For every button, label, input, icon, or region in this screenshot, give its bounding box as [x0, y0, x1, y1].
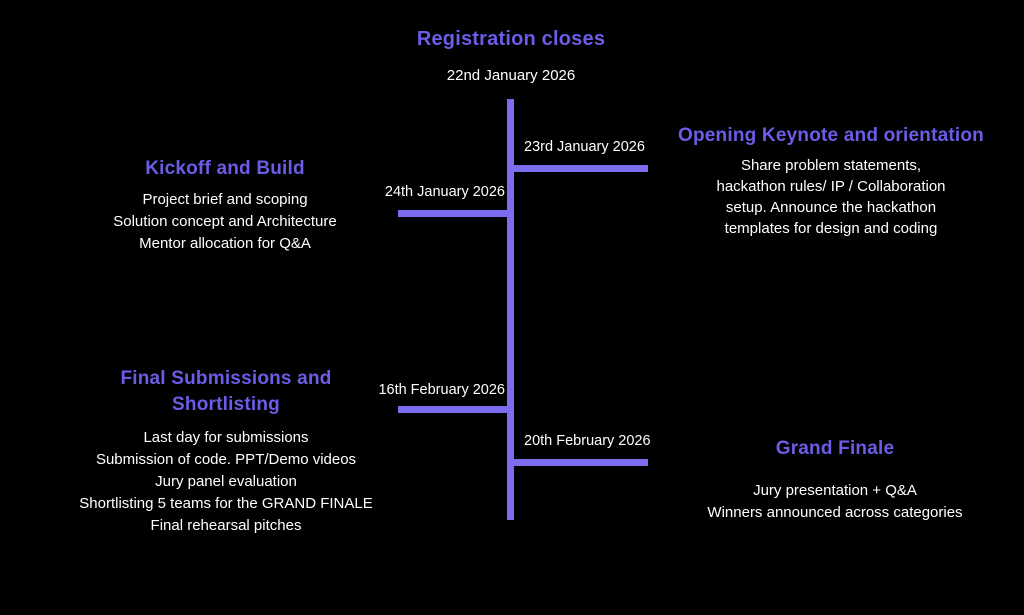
event-body-line: Mentor allocation for Q&A — [139, 235, 311, 252]
event-heading: Opening Keynote and orientation — [678, 125, 984, 146]
event-body-line: Solution concept and Architecture — [113, 213, 337, 230]
event-opening-keynote: Opening Keynote and orientation Share pr… — [648, 123, 1014, 239]
event-body-line: Share problem statements, — [740, 157, 922, 174]
event-body-line: Jury presentation + Q&A — [753, 482, 917, 499]
event-body-line: templates for design and coding — [724, 220, 938, 237]
event-heading: Final Submissions and Shortlisting — [120, 368, 332, 415]
event-kickoff-and-build: Kickoff and Build Project brief and scop… — [40, 156, 410, 255]
event-body: Last day for submissions Submission of c… — [41, 427, 411, 537]
timeline-header: Registration closes 22nd January 2026 — [336, 28, 686, 84]
timeline-connector-keynote — [510, 165, 648, 172]
event-body-line: Jury panel evaluation — [155, 473, 297, 490]
timeline-title-date: 22nd January 2026 — [446, 67, 576, 84]
event-final-submissions: Final Submissions and Shortlisting Last … — [41, 366, 411, 537]
timeline-axis — [507, 99, 514, 520]
timeline-connector-final — [398, 406, 510, 413]
event-body-line: Submission of code. PPT/Demo videos — [95, 451, 357, 468]
event-date-grand: 20th February 2026 — [524, 433, 651, 449]
event-body-line: Winners announced across categories — [707, 504, 963, 521]
event-heading: Grand Finale — [775, 438, 895, 459]
event-body: Jury presentation + Q&A Winners announce… — [650, 480, 1020, 524]
timeline-title: Registration closes — [416, 28, 606, 50]
timeline-connector-grand — [510, 459, 648, 466]
event-date-keynote: 23rd January 2026 — [524, 139, 645, 155]
event-body-line: Last day for submissions — [143, 429, 309, 446]
event-date-kickoff: 24th January 2026 — [384, 184, 505, 200]
event-body-line: Shortlisting 5 teams for the GRAND FINAL… — [79, 495, 373, 512]
event-grand-finale: Grand Finale Jury presentation + Q&A Win… — [650, 436, 1020, 524]
event-body-line: Final rehearsal pitches — [150, 517, 302, 534]
event-date-final: 16th February 2026 — [378, 382, 505, 398]
event-body: Project brief and scoping Solution conce… — [40, 189, 410, 255]
event-heading: Kickoff and Build — [145, 158, 305, 179]
event-body: Share problem statements, hackathon rule… — [648, 155, 1014, 239]
timeline-connector-kickoff — [398, 210, 510, 217]
event-body-line: setup. Announce the hackathon — [725, 199, 937, 216]
event-body-line: hackathon rules/ IP / Collaboration — [716, 178, 946, 195]
event-body-line: Project brief and scoping — [142, 191, 308, 208]
